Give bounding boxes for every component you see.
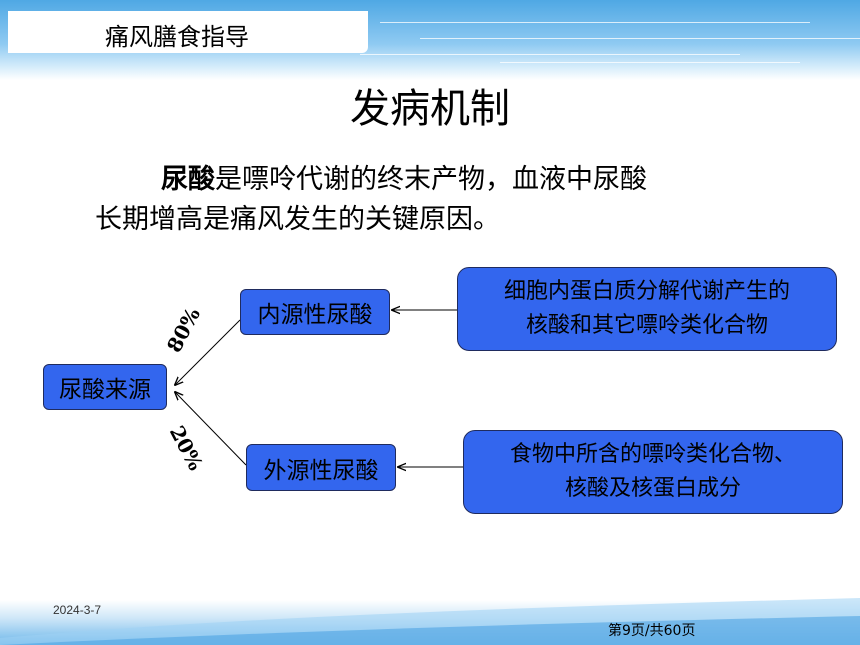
arrow-exogenous-to-root bbox=[175, 392, 247, 466]
header-title: 痛风膳食指导 bbox=[105, 23, 249, 51]
exogenous-source-line-1: 食物中所含的嘌呤类化合物、 bbox=[509, 442, 796, 467]
footer-date: 2024-3-7 bbox=[53, 603, 102, 617]
intro-bold-term: 尿酸 bbox=[161, 164, 215, 195]
exogenous-source-line-2: 核酸及核蛋白成分 bbox=[564, 476, 741, 501]
endogenous-source-line-1: 细胞内蛋白质分解代谢产生的 bbox=[503, 279, 790, 304]
intro-line-2: 长期增高是痛风发生的关键原因。 bbox=[95, 204, 500, 235]
node-exogenous: 外源性尿酸 bbox=[246, 444, 396, 491]
node-exogenous-source: 食物中所含的嘌呤类化合物、 核酸及核蛋白成分 bbox=[463, 430, 843, 514]
intro-paragraph: 尿酸是嘌呤代谢的终末产物，血液中尿酸 长期增高是痛风发生的关键原因。 bbox=[95, 160, 795, 240]
root-node-uric-acid-source: 尿酸来源 bbox=[43, 364, 167, 410]
header-title-tab bbox=[8, 11, 368, 53]
intro-line-1-text: 是嘌呤代谢的终末产物，血液中尿酸 bbox=[215, 164, 647, 195]
footer-page-number: 第9页/共60页 bbox=[608, 623, 696, 639]
endogenous-source-line-2: 核酸和其它嘌呤类化合物 bbox=[525, 313, 768, 338]
arrow-endogenous-to-root bbox=[175, 319, 241, 385]
slide-heading: 发病机制 bbox=[350, 86, 510, 132]
intro-line-1: 尿酸是嘌呤代谢的终末产物，血液中尿酸 bbox=[95, 160, 795, 200]
node-endogenous-source: 细胞内蛋白质分解代谢产生的 核酸和其它嘌呤类化合物 bbox=[457, 267, 837, 351]
node-endogenous: 内源性尿酸 bbox=[240, 289, 390, 335]
footer-curve bbox=[0, 598, 860, 645]
